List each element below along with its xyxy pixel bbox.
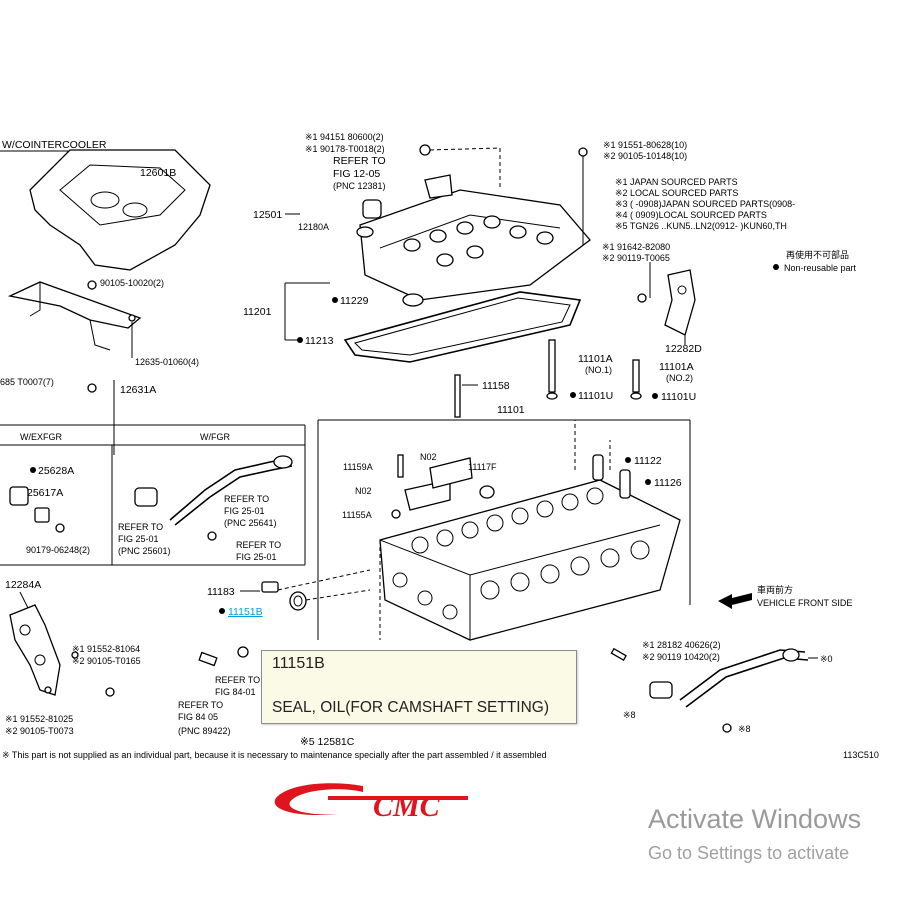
note-2: ※2 LOCAL SOURCED PARTS xyxy=(615,188,738,198)
label-p91551[interactable]: ※1 91551-80628(10) xyxy=(603,140,687,150)
label-fig2501c[interactable]: FIG 25-01 xyxy=(236,552,277,562)
activation-watermark-title: Activate Windows xyxy=(648,804,862,834)
label-11183[interactable]: 11183 xyxy=(207,586,235,598)
label-11122[interactable]: 11122 xyxy=(634,455,662,467)
label-no1: (NO.1) xyxy=(585,365,612,375)
label-refer6: REFER TO xyxy=(178,700,223,710)
label-11101a[interactable]: 11101A xyxy=(578,353,613,365)
front-label: VEHICLE FRONT SIDE xyxy=(757,598,852,608)
label-11101u2[interactable]: 11101U xyxy=(661,391,696,403)
label-11159a[interactable]: 11159A xyxy=(343,462,373,472)
legend-nonreusable: Non-reusable part xyxy=(784,263,857,273)
label-12601b[interactable]: 12601B xyxy=(140,167,176,179)
label-fig2501a[interactable]: FIG 25-01 xyxy=(224,506,265,516)
label-11117f[interactable]: 11117F xyxy=(468,462,497,472)
label-wfgr: W/FGR xyxy=(200,432,230,442)
label-90179[interactable]: 90179-06248(2) xyxy=(26,545,90,555)
label-90105e[interactable]: ※2 90105-T0073 xyxy=(5,726,74,736)
label-90105b[interactable]: 685 T0007(7) xyxy=(0,377,54,387)
label-r1: ※0 xyxy=(820,654,833,664)
label-11101[interactable]: 11101 xyxy=(497,404,525,416)
note-4: ※4 ( 0909)LOCAL SOURCED PARTS xyxy=(615,210,767,220)
label-refer1: REFER TO xyxy=(333,155,386,167)
label-12635[interactable]: 12635-01060(4) xyxy=(135,357,199,367)
tooltip-part-description: SEAL, OIL(FOR CAMSHAFT SETTING) xyxy=(272,699,550,716)
label-refer4: REFER TO xyxy=(236,540,281,550)
label-25628a[interactable]: 25628A xyxy=(38,465,74,477)
label-91552[interactable]: ※1 91552-81064 xyxy=(72,644,140,654)
label-11101u[interactable]: 11101U xyxy=(578,390,613,402)
logo-text: CMC xyxy=(373,790,441,823)
label-p91842[interactable]: ※1 28182 40626(2) xyxy=(642,640,721,650)
label-91552b[interactable]: ※1 91552-81025 xyxy=(5,714,73,724)
label-p12181[interactable]: ※1 94151 80600(2) xyxy=(305,132,384,142)
front-arrow-icon xyxy=(718,593,752,609)
label-pnc4: (PNC 89422) xyxy=(178,726,231,736)
activation-watermark-subtitle[interactable]: Go to Settings to activate xyxy=(648,843,850,863)
label-p90178[interactable]: ※1 90178-T0018(2) xyxy=(305,144,385,154)
label-refer5: REFER TO xyxy=(215,675,260,685)
label-n02b: N02 xyxy=(420,452,437,462)
head-cover-shape xyxy=(359,189,591,301)
note-1: ※1 JAPAN SOURCED PARTS xyxy=(615,177,738,187)
label-fig1205[interactable]: FIG 12-05 xyxy=(333,168,380,180)
label-r3: ※8 xyxy=(738,724,751,734)
label-p90119[interactable]: ※2 90119-T0065 xyxy=(602,253,670,263)
header-label: W/COINTERCOOLER xyxy=(2,139,107,151)
front-label-jp: 車両前方 xyxy=(757,584,793,595)
label-wexfgr: W/EXFGR xyxy=(20,432,62,442)
label-pnc2: (PNC 25641) xyxy=(224,518,277,528)
label-90105d[interactable]: ※2 90105-T0165 xyxy=(72,656,141,666)
label-12180a[interactable]: 12180A xyxy=(298,222,329,232)
label-refer2: REFER TO xyxy=(224,494,269,504)
label-11155a[interactable]: 11155A xyxy=(342,510,372,520)
label-11101a2[interactable]: 11101A xyxy=(659,361,694,373)
label-11201[interactable]: 11201 xyxy=(243,306,272,318)
figure-id: 113C510 xyxy=(843,750,879,760)
label-12581c[interactable]: ※5 12581C xyxy=(300,736,355,748)
label-fig2501b[interactable]: FIG 25-01 xyxy=(118,534,159,544)
label-25617a[interactable]: 25617A xyxy=(27,487,63,499)
label-n02a: N02 xyxy=(355,486,372,496)
label-p91642[interactable]: ※1 91642-82080 xyxy=(602,242,670,252)
cmc-logo: CMC xyxy=(274,783,468,823)
label-fig8405[interactable]: FIG 84 05 xyxy=(178,712,218,722)
label-12284a[interactable]: 12284A xyxy=(5,579,41,591)
engine-cover-shape xyxy=(29,149,211,271)
label-refer3: REFER TO xyxy=(118,522,163,532)
label-p90105c[interactable]: ※2 90105-10148(10) xyxy=(603,151,687,161)
footnote: ※ This part is not supplied as an indivi… xyxy=(2,750,547,760)
label-fig8401[interactable]: FIG 84-01 xyxy=(215,687,256,697)
label-12282d[interactable]: 12282D xyxy=(665,343,702,355)
legend-jp: 再使用不可部品 xyxy=(786,249,849,260)
note-5: ※5 TGN26 ..KUN5..LN2(0912- )KUN60,TH xyxy=(615,221,787,231)
label-11151b-highlighted[interactable]: 11151B xyxy=(228,606,263,618)
label-11229[interactable]: 11229 xyxy=(340,295,369,307)
label-12501[interactable]: 12501 xyxy=(253,209,282,221)
label-no2: (NO.2) xyxy=(666,373,693,383)
label-11158[interactable]: 11158 xyxy=(482,380,510,392)
tooltip-part-code: 11151B xyxy=(272,655,325,672)
label-p90119b[interactable]: ※2 90119 10420(2) xyxy=(642,652,720,662)
part-tooltip: 11151B SEAL, OIL(FOR CAMSHAFT SETTING) xyxy=(261,650,577,724)
label-pnc: (PNC 12381) xyxy=(333,181,386,191)
note-3: ※3 ( -0908)JAPAN SOURCED PARTS(0908- xyxy=(615,199,795,209)
label-90105[interactable]: 90105-10020(2) xyxy=(100,278,164,288)
label-pnc3: (PNC 25601) xyxy=(118,546,171,556)
label-11126[interactable]: 11126 xyxy=(654,477,682,489)
label-r2: ※8 xyxy=(623,710,636,720)
label-12631a[interactable]: 12631A xyxy=(120,384,156,396)
label-11213[interactable]: 11213 xyxy=(305,335,334,347)
